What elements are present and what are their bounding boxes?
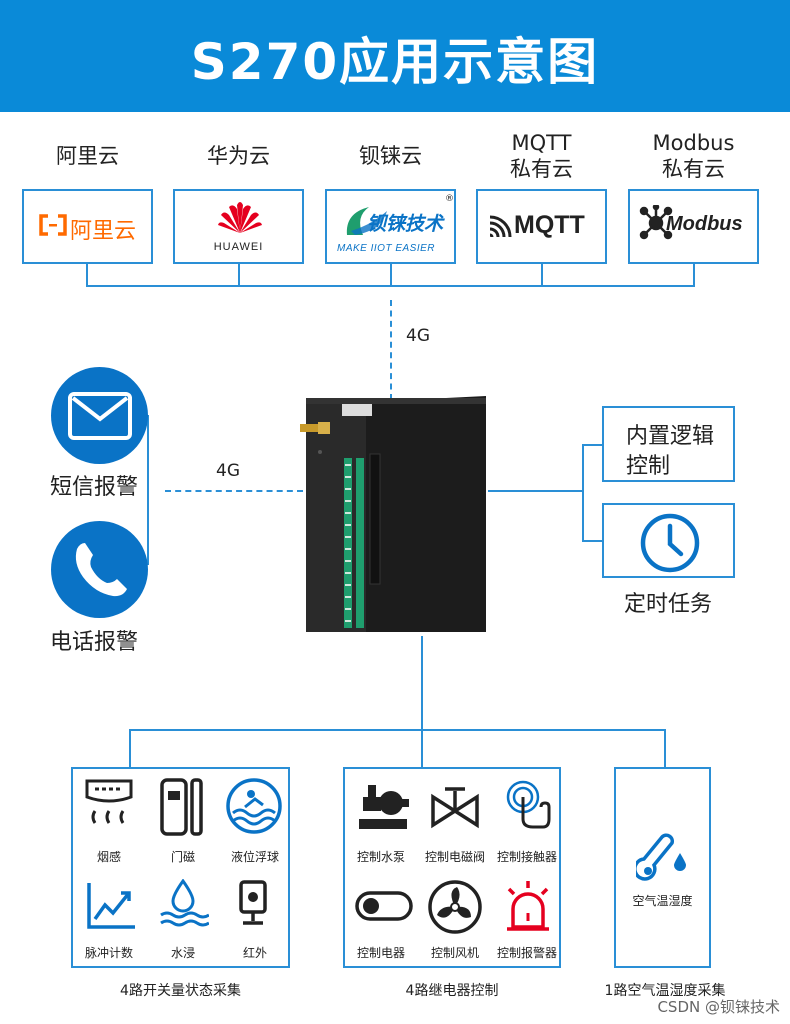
- relay-output-group: 控制水泵 控制电磁阀 控制接触器 控制电器 控制风机 控制报警器: [343, 767, 561, 968]
- aliyun-logo-text: 阿里云: [70, 218, 137, 243]
- cloud-label-huawei: 华为云: [207, 144, 270, 168]
- pulse-count-icon: [85, 879, 137, 935]
- io-label-temp-humidity: 空气温湿度: [632, 894, 693, 908]
- relay-group-caption: 4路继电器控制: [405, 983, 499, 999]
- envelope-icon: [67, 391, 133, 445]
- io-label-smoke: 烟感: [96, 850, 121, 864]
- device-to-right-line: [488, 490, 583, 492]
- io-label-alarm: 控制报警器: [496, 946, 557, 960]
- bottom-connector-switch: [129, 729, 131, 769]
- logic-control-label-line1: 内置逻辑: [626, 424, 715, 449]
- smoke-detector-icon: [83, 777, 135, 837]
- bayluo-logo-text: 钡铼技术: [367, 213, 444, 235]
- cloud-box-aliyun: 阿里云: [22, 189, 153, 264]
- bottom-bus-line: [129, 729, 666, 731]
- water-pump-icon: [355, 781, 411, 837]
- io-label-float: 液位浮球: [230, 850, 279, 864]
- cloud-label-bayluo: 钡铼云: [359, 144, 422, 168]
- cloud-connector-huawei: [238, 264, 240, 286]
- switch-group-caption: 4路开关量状态采集: [120, 983, 241, 999]
- mqtt-logo-text: MQTT: [514, 211, 585, 239]
- s270-device: [298, 394, 488, 640]
- aliyun-logo-icon: [38, 213, 68, 241]
- solenoid-valve-icon: [429, 785, 481, 833]
- io-label-appliance: 控制电器: [356, 946, 405, 960]
- cloud-box-bayluo: 钡铼技术 ® MAKE IIOT EASIER: [325, 189, 456, 264]
- bottom-connector-sensor: [664, 729, 666, 769]
- door-sensor-icon: [159, 777, 205, 843]
- bottom-connector-relay: [421, 729, 423, 769]
- toggle-switch-icon: [355, 891, 413, 925]
- cloud-bus-line: [86, 285, 695, 287]
- huawei-logo-icon: [215, 199, 265, 239]
- right-bracket: [582, 444, 584, 541]
- sms-4g-label: 4G: [216, 461, 240, 481]
- cloud-box-huawei: HUAWEI: [173, 189, 304, 264]
- timer-label: 定时任务: [624, 592, 713, 617]
- bayluo-logo-icon: [341, 201, 391, 245]
- water-leak-icon: [157, 878, 210, 933]
- phone-alarm-label: 电话报警: [50, 630, 139, 655]
- sms-alarm-circle: [51, 367, 148, 464]
- left-bracket: [147, 415, 149, 565]
- cloud-box-mqtt: MQTT: [476, 189, 607, 264]
- thermometer-icon: [633, 831, 690, 889]
- device-to-bottom-line: [421, 636, 423, 730]
- bayluo-logo-slogan: MAKE IIOT EASIER: [337, 243, 436, 254]
- right-connector-timer: [582, 540, 603, 542]
- cloud-label-mqtt: MQTT 私有云: [510, 131, 573, 181]
- liquid-level-icon: [225, 777, 283, 839]
- logic-control-box: 内置逻辑 控制: [602, 406, 735, 482]
- io-label-valve: 控制电磁阀: [424, 850, 485, 864]
- io-label-water: 水浸: [170, 946, 195, 960]
- cloud-label-modbus: Modbus 私有云: [652, 131, 735, 181]
- page-title: S270应用示意图: [190, 33, 600, 91]
- cloud-connector-mqtt: [541, 264, 543, 286]
- io-label-pulse: 脉冲计数: [84, 946, 133, 960]
- huawei-logo-text: HUAWEI: [213, 241, 264, 253]
- right-connector-logic: [582, 444, 603, 446]
- clock-icon: [639, 512, 701, 578]
- alarm-light-icon: [503, 879, 553, 937]
- switch-input-group: 烟感 门磁 液位浮球 脉冲计数 水浸 红外: [71, 767, 290, 968]
- cloud-box-modbus: Modbus: [628, 189, 759, 264]
- fan-icon: [427, 879, 483, 939]
- logic-control-label-line2: 控制: [626, 454, 671, 479]
- contactor-icon: [503, 779, 553, 835]
- phone-icon: [73, 541, 127, 601]
- cloud-label-aliyun: 阿里云: [56, 144, 119, 168]
- title-banner: [0, 0, 790, 112]
- sms-4g-link: [165, 490, 303, 492]
- io-label-fan: 控制风机: [430, 946, 479, 960]
- cloud-4g-label: 4G: [406, 326, 430, 346]
- io-label-door: 门磁: [170, 850, 195, 864]
- sms-alarm-label: 短信报警: [50, 475, 139, 500]
- io-label-pump: 控制水泵: [356, 850, 405, 864]
- phone-alarm-circle: [51, 521, 148, 618]
- io-label-infrared: 红外: [242, 946, 267, 960]
- mqtt-logo-icon: [488, 215, 512, 243]
- io-label-contactor: 控制接触器: [496, 850, 557, 864]
- cloud-connector-aliyun: [86, 264, 88, 286]
- watermark: CSDN @钡铼技术: [657, 998, 780, 1016]
- sensor-group-caption: 1路空气温湿度采集: [604, 983, 726, 999]
- bayluo-logo-mark: ®: [445, 194, 454, 204]
- infrared-sensor-icon: [237, 879, 269, 935]
- modbus-logo-icon: [638, 203, 674, 245]
- timer-box: [602, 503, 735, 578]
- modbus-logo-text: Modbus: [666, 213, 743, 235]
- cloud-connector-modbus: [693, 264, 695, 286]
- cloud-4g-link: [390, 300, 392, 400]
- sensor-group: 空气温湿度: [614, 767, 711, 968]
- cloud-connector-bayluo: [390, 264, 392, 286]
